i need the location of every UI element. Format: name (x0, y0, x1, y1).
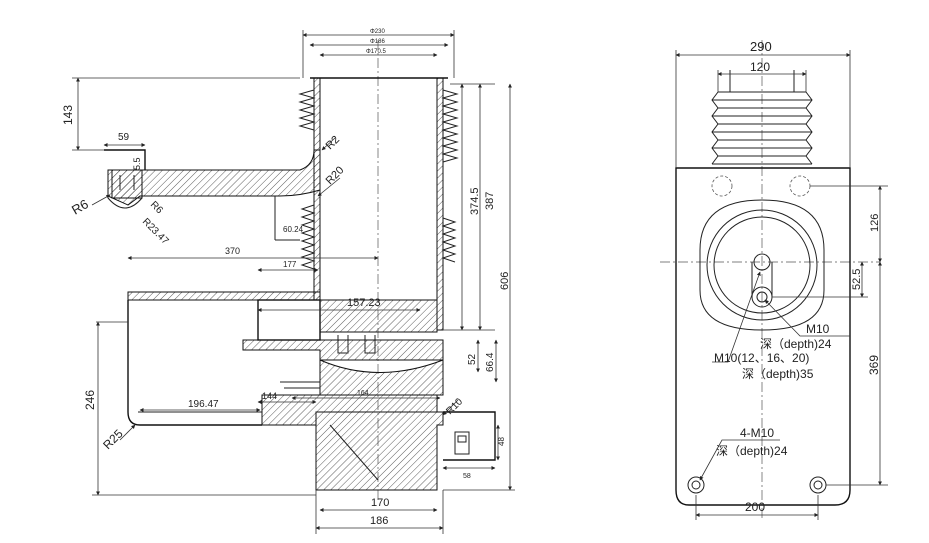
callout-4-m10-depth: 深（depth)24 (716, 444, 788, 458)
dim-r20: R20 (324, 164, 347, 187)
dim-w5-5: 5.5 (132, 157, 142, 170)
dim-h374-5: 374.5 (469, 187, 481, 215)
dim-h66-4: 66.4 (485, 352, 496, 372)
dim-h48: 48 (497, 437, 506, 446)
tube-walls (298, 77, 459, 331)
callout-m10-depth: 深（depth)24 (760, 337, 832, 351)
dim-d186-top: Φ186 (370, 39, 385, 45)
dim-h369: 369 (867, 355, 881, 375)
dim-w144: 144 (262, 391, 277, 401)
lower-arm (127, 300, 262, 426)
dim-w170: 170 (371, 497, 389, 509)
side-labels: 290 120 126 52.5 369 200 M10 深（depth)24 … (714, 39, 881, 514)
front-view: Φ230 Φ186 Φ170.5 143 59 5.5 R6 R6 R23.47… (61, 29, 515, 534)
mount-holes (687, 476, 827, 494)
front-dimensions (72, 30, 515, 534)
side-body-outline (675, 167, 851, 506)
side-view: 290 120 126 52.5 369 200 M10 深（depth)24 … (660, 39, 888, 520)
front-window (699, 199, 825, 331)
dim-w186: 186 (370, 515, 388, 527)
dim-h52: 52 (467, 353, 478, 365)
middle-body (127, 291, 444, 426)
dim-h126: 126 (869, 214, 881, 232)
dim-d60-24: 60.24 (283, 225, 304, 234)
side-dimensions (675, 50, 888, 520)
dim-d170-5: Φ170.5 (366, 49, 386, 55)
callout-4-m10: 4-M10 (740, 426, 774, 440)
dim-w120: 120 (750, 60, 770, 74)
dim-d230: Φ230 (370, 29, 385, 35)
dim-w370: 370 (225, 246, 240, 256)
callout-m10: M10 (806, 322, 830, 336)
dim-r23-47: R23.47 (140, 216, 171, 247)
dim-h606: 606 (499, 272, 511, 290)
dim-r6-b: R6 (148, 199, 165, 216)
dim-w177: 177 (283, 260, 297, 269)
dim-h246: 246 (83, 390, 97, 410)
callout-m10-multi-depth: 深（depth)35 (742, 367, 814, 381)
dim-w59: 59 (118, 132, 130, 143)
dim-w196-47: 196.47 (188, 399, 219, 410)
hidden-holes (711, 175, 811, 197)
upper-arm (104, 149, 321, 241)
dim-h143: 143 (61, 105, 75, 125)
dim-w164: 164 (357, 390, 369, 397)
dim-r2: R2 (324, 134, 342, 152)
dim-w157-23: 157.23 (347, 297, 381, 309)
dim-r6-a: R6 (69, 196, 91, 217)
dim-r25: R25 (100, 426, 126, 452)
dim-h52-5: 52.5 (851, 269, 863, 290)
dim-w200: 200 (745, 500, 765, 514)
dim-w290: 290 (750, 39, 772, 54)
dim-h387: 387 (484, 192, 496, 210)
callout-m10-multi: M10(12、16、20) (714, 351, 809, 365)
dim-r10: R10 (444, 396, 465, 417)
dim-w58: 58 (463, 473, 471, 480)
